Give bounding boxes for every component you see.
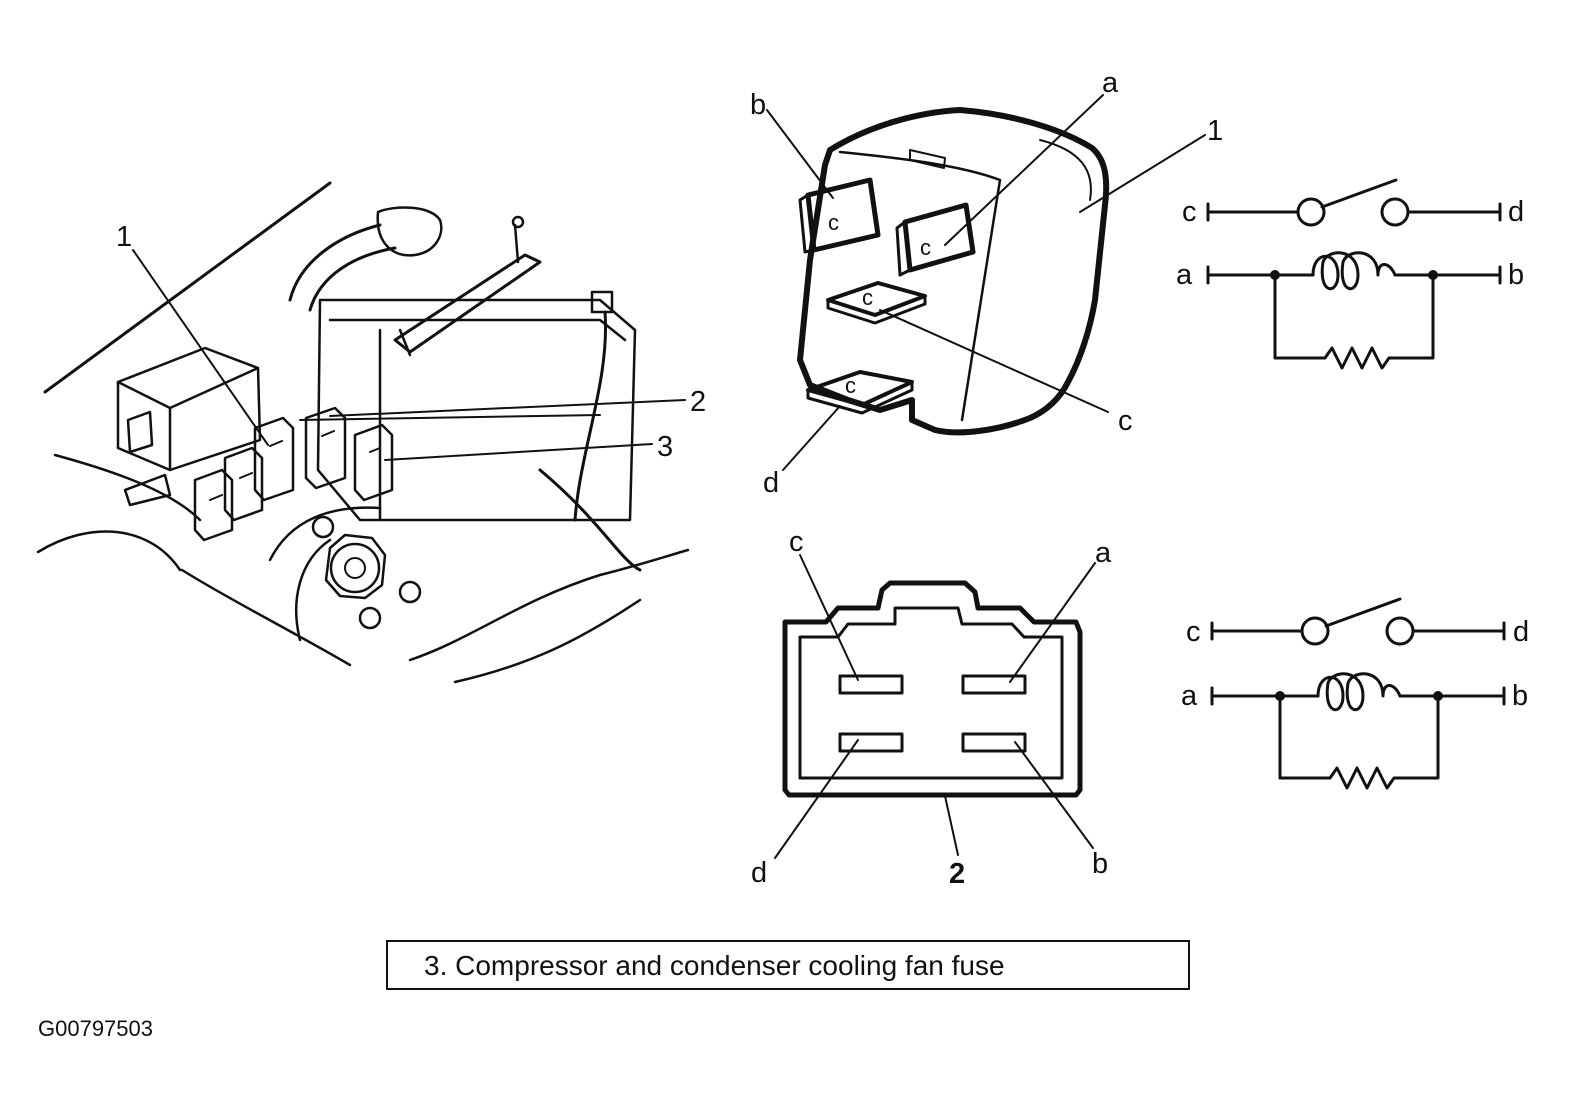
relay-schematic-bottom: c d a b	[1181, 597, 1529, 790]
relay-callout-c: c	[1118, 405, 1133, 437]
schem-top-terminal-a: a	[1176, 259, 1193, 291]
schem-bottom-terminal-b: b	[1512, 680, 1528, 712]
relay-block-1	[193, 406, 394, 542]
figure-id: G00797503	[38, 1016, 153, 1041]
connector-callout-2: 2	[949, 858, 965, 890]
schem-top-terminal-d: d	[1508, 196, 1524, 228]
relay-3d-view: c c c c b a 1 c d	[750, 67, 1223, 499]
connector-callout-d: d	[751, 857, 767, 889]
relay-callout-d: d	[763, 467, 779, 499]
relay-pin-mark-d: c	[845, 373, 856, 398]
schem-bottom-terminal-a: a	[1181, 680, 1198, 712]
relay-callout-b: b	[750, 89, 766, 121]
relay-pin-mark-a: c	[920, 235, 931, 260]
schem-top-terminal-c: c	[1182, 196, 1197, 228]
relay-schematic-top: c d a b	[1176, 178, 1524, 370]
schem-bottom-terminal-c: c	[1186, 616, 1201, 648]
engine-callout-3: 3	[657, 431, 673, 463]
relay-callout-a: a	[1102, 67, 1119, 99]
schem-bottom-terminal-d: d	[1513, 616, 1529, 648]
engine-callout-2: 2	[690, 386, 706, 418]
engine-callout-1: 1	[116, 221, 132, 253]
relay-callout-1: 1	[1207, 115, 1223, 147]
engine-bay-illustration: 1 2 3	[36, 181, 706, 684]
relay-pin-mark-c: c	[862, 285, 873, 310]
connector-callout-c: c	[789, 526, 804, 558]
legend-box: 3. Compressor and condenser cooling fan …	[386, 940, 1190, 990]
legend-item-3: 3. Compressor and condenser cooling fan …	[424, 950, 1005, 981]
connector-callout-a: a	[1095, 537, 1112, 569]
connector-callout-b: b	[1092, 848, 1108, 880]
relay-pin-mark-b: c	[828, 210, 839, 235]
relay-connector-view: c a d b 2	[751, 526, 1112, 890]
schem-top-terminal-b: b	[1508, 259, 1524, 291]
